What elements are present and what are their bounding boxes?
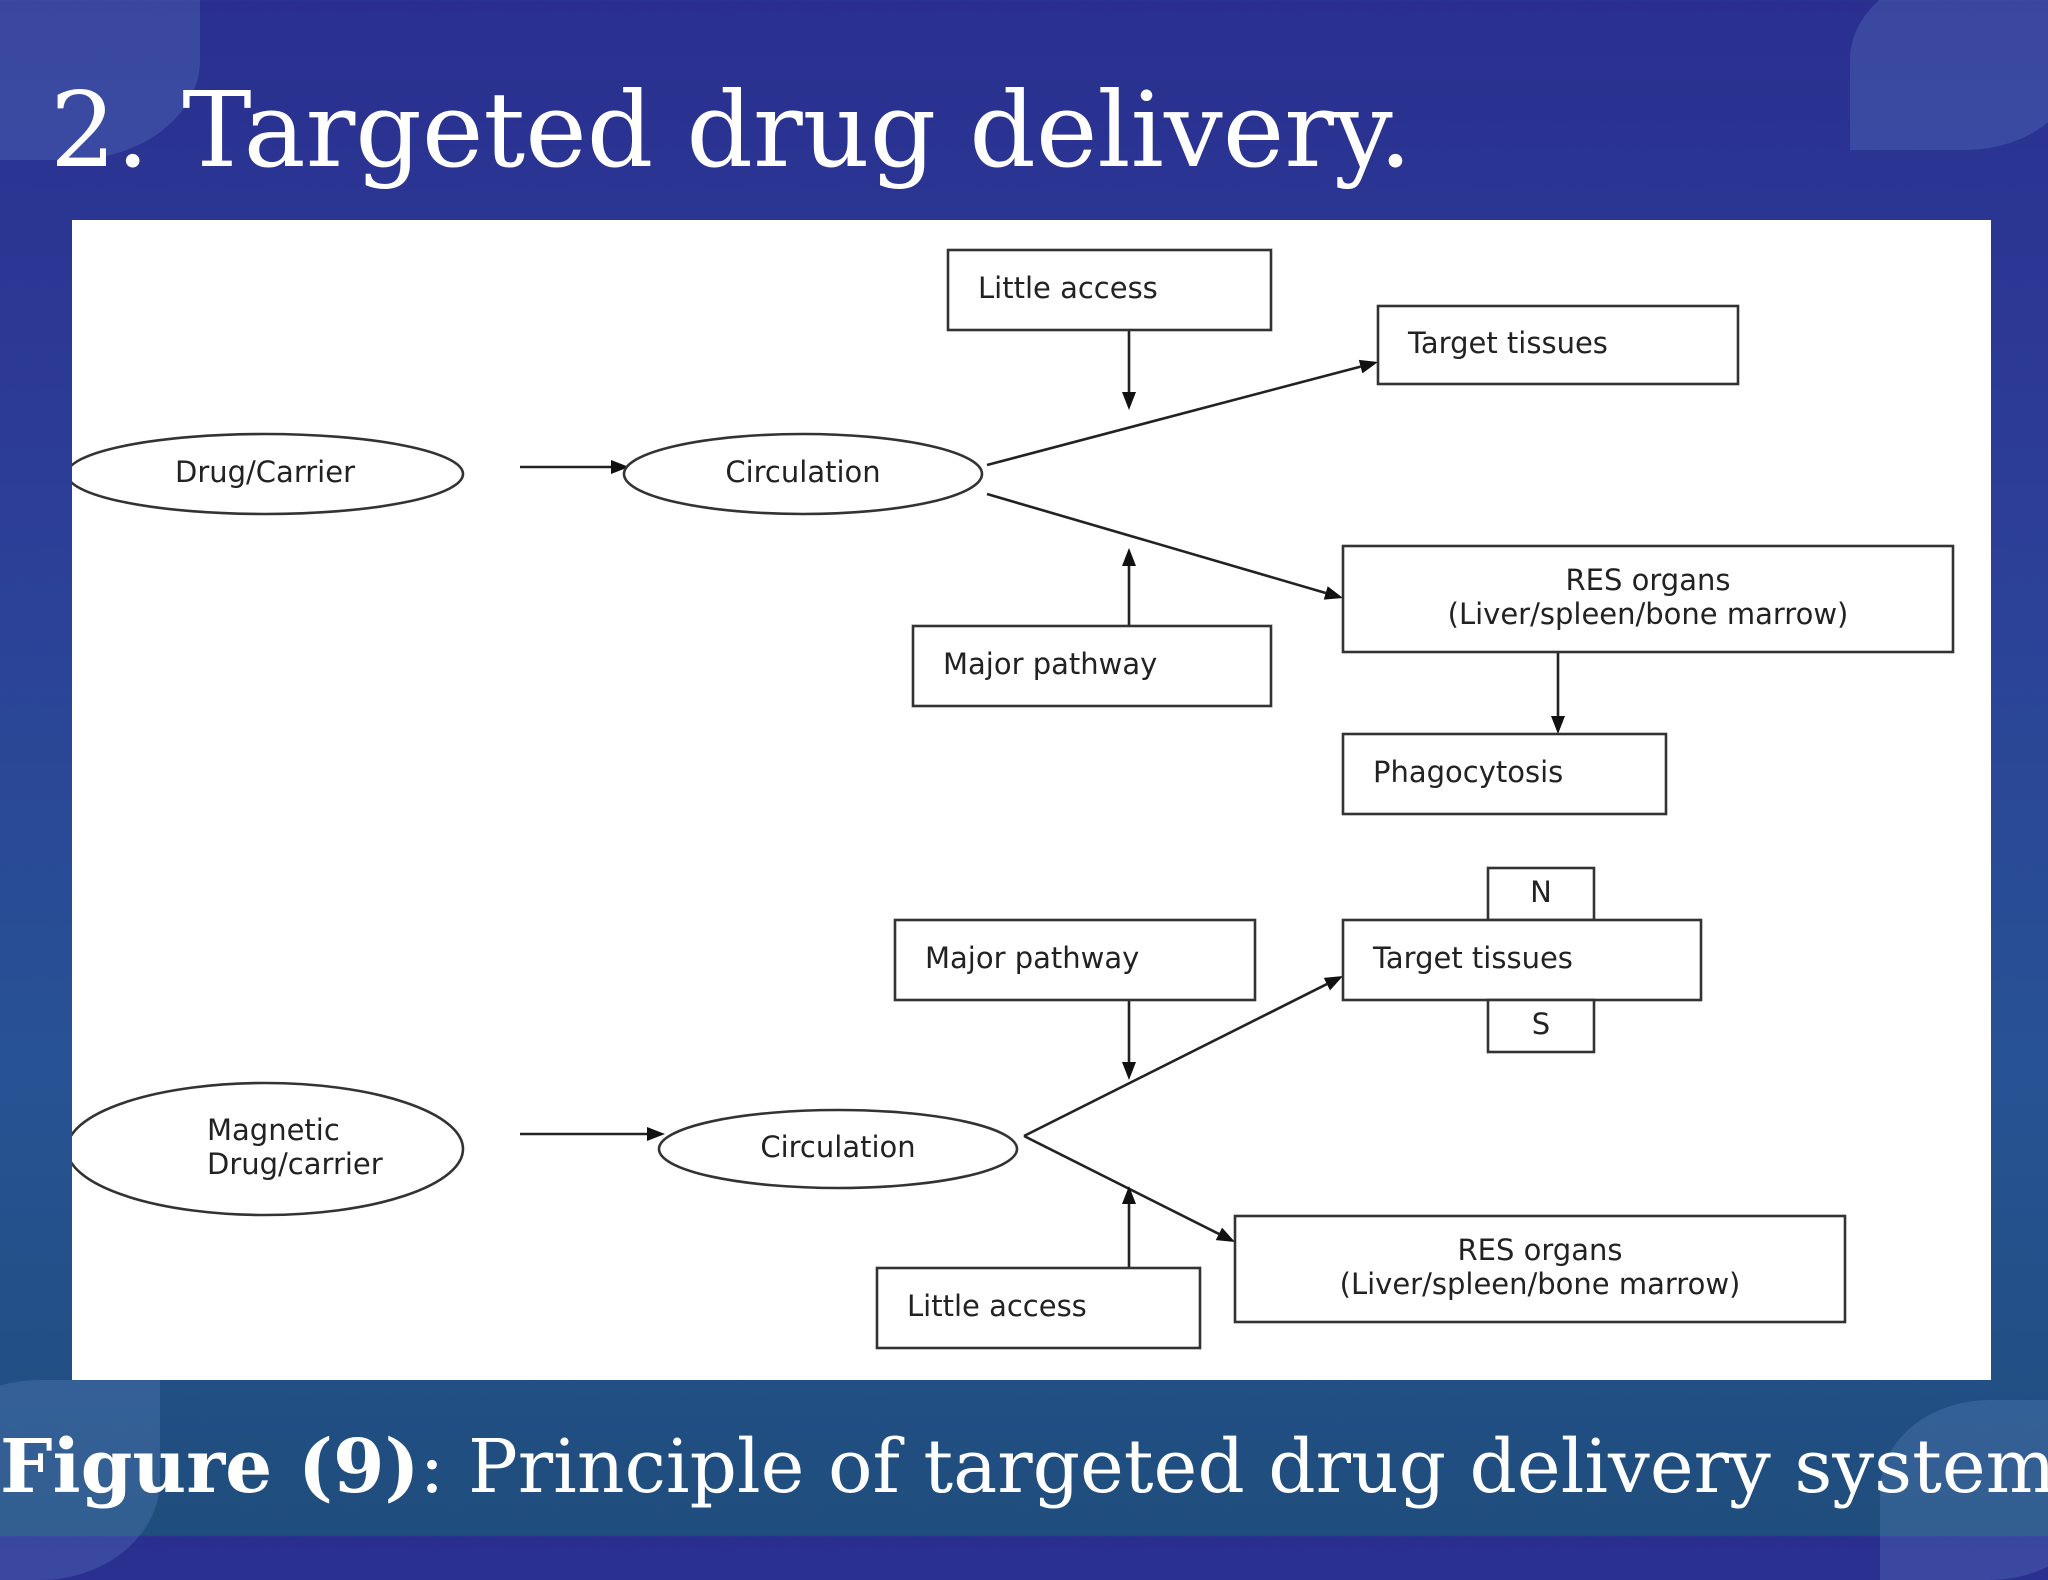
edge-line [986, 492, 1327, 595]
node-label: Magnetic [207, 1113, 340, 1147]
node-box [1341, 544, 1955, 654]
edge-res-organs-1-to-phagocytosis [1551, 652, 1565, 734]
node-box [1233, 1214, 1847, 1324]
node-major-pathway-1: Major pathway [911, 624, 1273, 708]
edge-major-pathway-2-to-circulation-2 [1122, 1000, 1136, 1080]
node-label: (Liver/spleen/bone marrow) [1340, 1267, 1741, 1301]
caption-figure-number: Figure (9) [0, 1424, 420, 1510]
node-label: RES organs [1458, 1233, 1623, 1267]
node-res-organs-1: RES organs(Liver/spleen/bone marrow) [1341, 544, 1955, 654]
node-little-access-1: Little access [946, 248, 1273, 332]
node-label: Target tissues [1407, 326, 1608, 360]
node-little-access-2: Little access [875, 1266, 1202, 1350]
arrow-head-icon [611, 460, 629, 474]
node-target-tissues-1: Target tissues [1376, 304, 1740, 386]
edge-major-pathway-1-to-circulation-1 [1122, 548, 1136, 626]
background-leaf-decoration [1850, 0, 2048, 150]
edge-circulation-1-to-res-organs-1 [986, 492, 1343, 600]
node-box [911, 624, 1273, 708]
arrow-head-icon [1122, 1186, 1136, 1204]
arrow-head-icon [1323, 976, 1343, 991]
node-label: Major pathway [943, 647, 1157, 681]
edge-magnetic-drug-carrier-to-circulation-2 [520, 1127, 665, 1141]
node-ellipse [622, 432, 984, 516]
arrow-head-icon [1551, 716, 1565, 734]
node-circulation-2: Circulation [657, 1108, 1019, 1190]
edge-line [1023, 1134, 1220, 1236]
arrow-head-icon [1122, 392, 1136, 410]
edge-line [1023, 982, 1328, 1138]
node-box [1376, 304, 1740, 386]
node-label: N [1530, 875, 1552, 909]
arrow-head-icon [1122, 1062, 1136, 1080]
node-ellipse [657, 1108, 1019, 1190]
arrow-head-icon [1323, 586, 1343, 600]
node-box [893, 918, 1257, 1002]
edge-circulation-2-to-target-tissues-2 [1023, 976, 1343, 1138]
edge-circulation-1-to-target-tissues-1 [986, 359, 1378, 467]
node-label: RES organs [1566, 563, 1731, 597]
node-label: Target tissues [1372, 941, 1573, 975]
edge-little-access-1-to-circulation-1 [1122, 330, 1136, 410]
node-phagocytosis: Phagocytosis [1341, 732, 1668, 816]
arrow-head-icon [647, 1127, 665, 1141]
node-magnet-n: N [1486, 866, 1596, 922]
caption-text: : Principle of targeted drug delivery sy… [419, 1424, 2048, 1510]
arrow-head-icon [1358, 359, 1378, 374]
node-label: Phagocytosis [1373, 755, 1563, 789]
arrow-head-icon [1215, 1227, 1235, 1242]
node-box [1341, 732, 1668, 816]
node-drug-carrier: Drug/Carrier [72, 432, 465, 516]
slide-title: 2. Targeted drug delivery. [50, 69, 1412, 191]
node-label: Little access [978, 271, 1158, 305]
node-major-pathway-2: Major pathway [893, 918, 1257, 1002]
node-magnet-s: S [1486, 998, 1596, 1054]
edge-little-access-2-to-circulation-2 [1122, 1186, 1136, 1268]
node-box [946, 248, 1273, 332]
edge-circulation-2-to-res-organs-2 [1023, 1134, 1235, 1242]
node-box [1486, 998, 1596, 1054]
node-label: Major pathway [925, 941, 1139, 975]
arrow-head-icon [1122, 548, 1136, 566]
node-box [875, 1266, 1202, 1350]
node-label: S [1532, 1007, 1550, 1041]
edge-drug-carrier-to-circulation-1 [520, 460, 629, 474]
edge-line [986, 365, 1361, 467]
node-circulation-1: Circulation [622, 432, 984, 516]
figure-caption: Figure (9): Principle of targeted drug d… [0, 1430, 2048, 1504]
node-label: (Liver/spleen/bone marrow) [1448, 597, 1849, 631]
node-ellipse [72, 1081, 465, 1217]
node-target-tissues-2: Target tissues [1341, 918, 1703, 1002]
node-box [1341, 918, 1703, 1002]
node-label: Drug/carrier [207, 1147, 383, 1181]
node-ellipse [72, 432, 465, 516]
node-label: Circulation [760, 1130, 915, 1164]
node-label: Drug/Carrier [175, 455, 355, 489]
node-res-organs-2: RES organs(Liver/spleen/bone marrow) [1233, 1214, 1847, 1324]
node-label: Little access [907, 1289, 1087, 1323]
node-label: Circulation [725, 455, 880, 489]
